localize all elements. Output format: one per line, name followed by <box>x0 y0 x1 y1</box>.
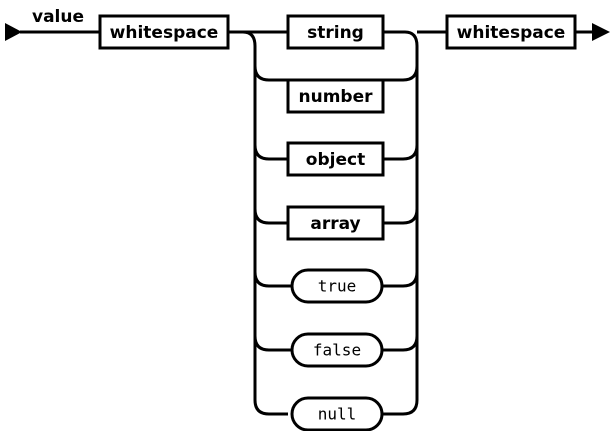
node-object-box <box>286 141 385 177</box>
node-false[interactable]: false <box>290 332 384 368</box>
rail-left-stub-false <box>253 335 292 352</box>
node-whitespace-right-label: whitespace <box>457 23 566 43</box>
rail-left-stub-number <box>253 65 288 82</box>
rail-left-stub-array <box>253 208 288 225</box>
node-object[interactable]: object <box>286 141 385 177</box>
rail-right-vertical <box>382 30 419 416</box>
node-number[interactable]: number <box>286 78 385 114</box>
node-whitespace-right[interactable]: whitespace <box>445 14 577 50</box>
node-number-box <box>286 78 385 114</box>
node-whitespace-left[interactable]: whitespace <box>98 14 230 50</box>
node-array-box <box>286 205 385 241</box>
node-true[interactable]: true <box>290 268 384 304</box>
rail-left-vertical <box>242 30 288 416</box>
node-string-label: string <box>307 23 364 43</box>
node-array[interactable]: array <box>286 205 385 241</box>
node-array-label: array <box>310 214 360 234</box>
node-null[interactable]: null <box>290 396 384 431</box>
rail-right-stub-true <box>382 271 419 288</box>
rail-left-stub-true <box>253 271 292 288</box>
start-arrow-icon <box>5 23 22 41</box>
node-null-label: null <box>318 405 357 424</box>
rail-right-stub-number <box>383 65 419 82</box>
rail-right-stub-object <box>383 144 419 161</box>
node-true-label: true <box>318 277 357 296</box>
rail-right-stub-array <box>383 208 419 225</box>
node-object-label: object <box>306 150 365 170</box>
end-arrow-icon <box>592 23 610 41</box>
node-false-label: false <box>313 341 361 360</box>
rail-left-stub-object <box>253 144 288 161</box>
diagram-title: value <box>32 7 84 27</box>
node-number-label: number <box>298 87 373 107</box>
node-string[interactable]: string <box>286 14 385 50</box>
node-whitespace-left-label: whitespace <box>110 23 219 43</box>
rail-right-stub-false <box>382 335 419 352</box>
